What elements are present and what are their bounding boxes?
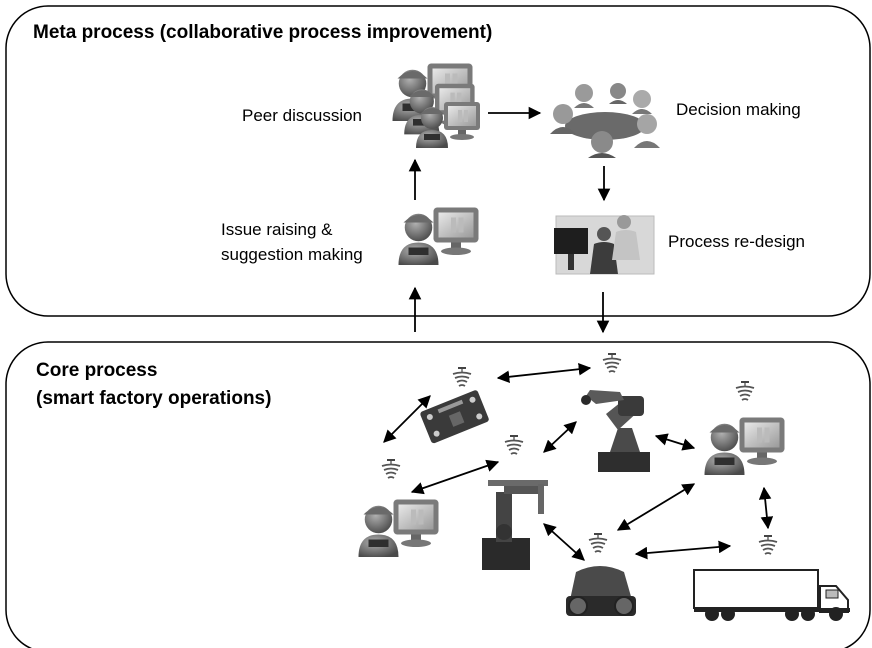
link-arm-mobile [543, 523, 585, 561]
operator-right [704, 417, 785, 475]
link-mobile-operator [616, 483, 696, 531]
robot-arm [482, 480, 548, 570]
issue-raising-label-line2: suggestion making [221, 245, 363, 264]
decision-making-label: Decision making [676, 100, 801, 119]
issue-raising-icon [398, 207, 479, 265]
operator-left [358, 499, 439, 557]
wireless-signal-icon [602, 352, 622, 373]
core-process-title-line1: Core process [36, 360, 158, 381]
mobile-robot [566, 566, 636, 616]
wireless-signal-icon [758, 534, 778, 555]
truck [693, 569, 850, 621]
peer-discussion-label: Peer discussion [242, 106, 363, 125]
issue-raising-label-line1: Issue raising & [221, 220, 333, 239]
wireless-signal-icon [452, 366, 472, 387]
wireless-signal-icon [735, 380, 755, 401]
core-process-title-line2: (smart factory operations) [36, 388, 272, 409]
peer-discussion-icon [392, 63, 480, 148]
wireless-signal-icon [504, 434, 524, 455]
link-mobile-truck [634, 540, 732, 560]
sensor-board [420, 390, 489, 444]
link-operator-arm [410, 459, 500, 495]
process-redesign-icon [554, 215, 655, 275]
meta-process-panel [5, 5, 871, 317]
link-sensor-wifi [383, 395, 431, 443]
link-operator-truck [758, 486, 774, 530]
link-industrial-operator [654, 433, 696, 451]
industrial-robot [581, 390, 650, 472]
meta-process-title: Meta process (collaborative process impr… [33, 22, 493, 43]
link-sensor-robot [496, 362, 592, 384]
link-arm-industrial [543, 421, 577, 453]
wireless-signal-icon [381, 458, 401, 479]
wireless-signal-icon [588, 532, 608, 553]
core-process-panel [5, 341, 871, 648]
process-redesign-label: Process re-design [668, 232, 806, 251]
decision-making-icon [550, 83, 660, 158]
